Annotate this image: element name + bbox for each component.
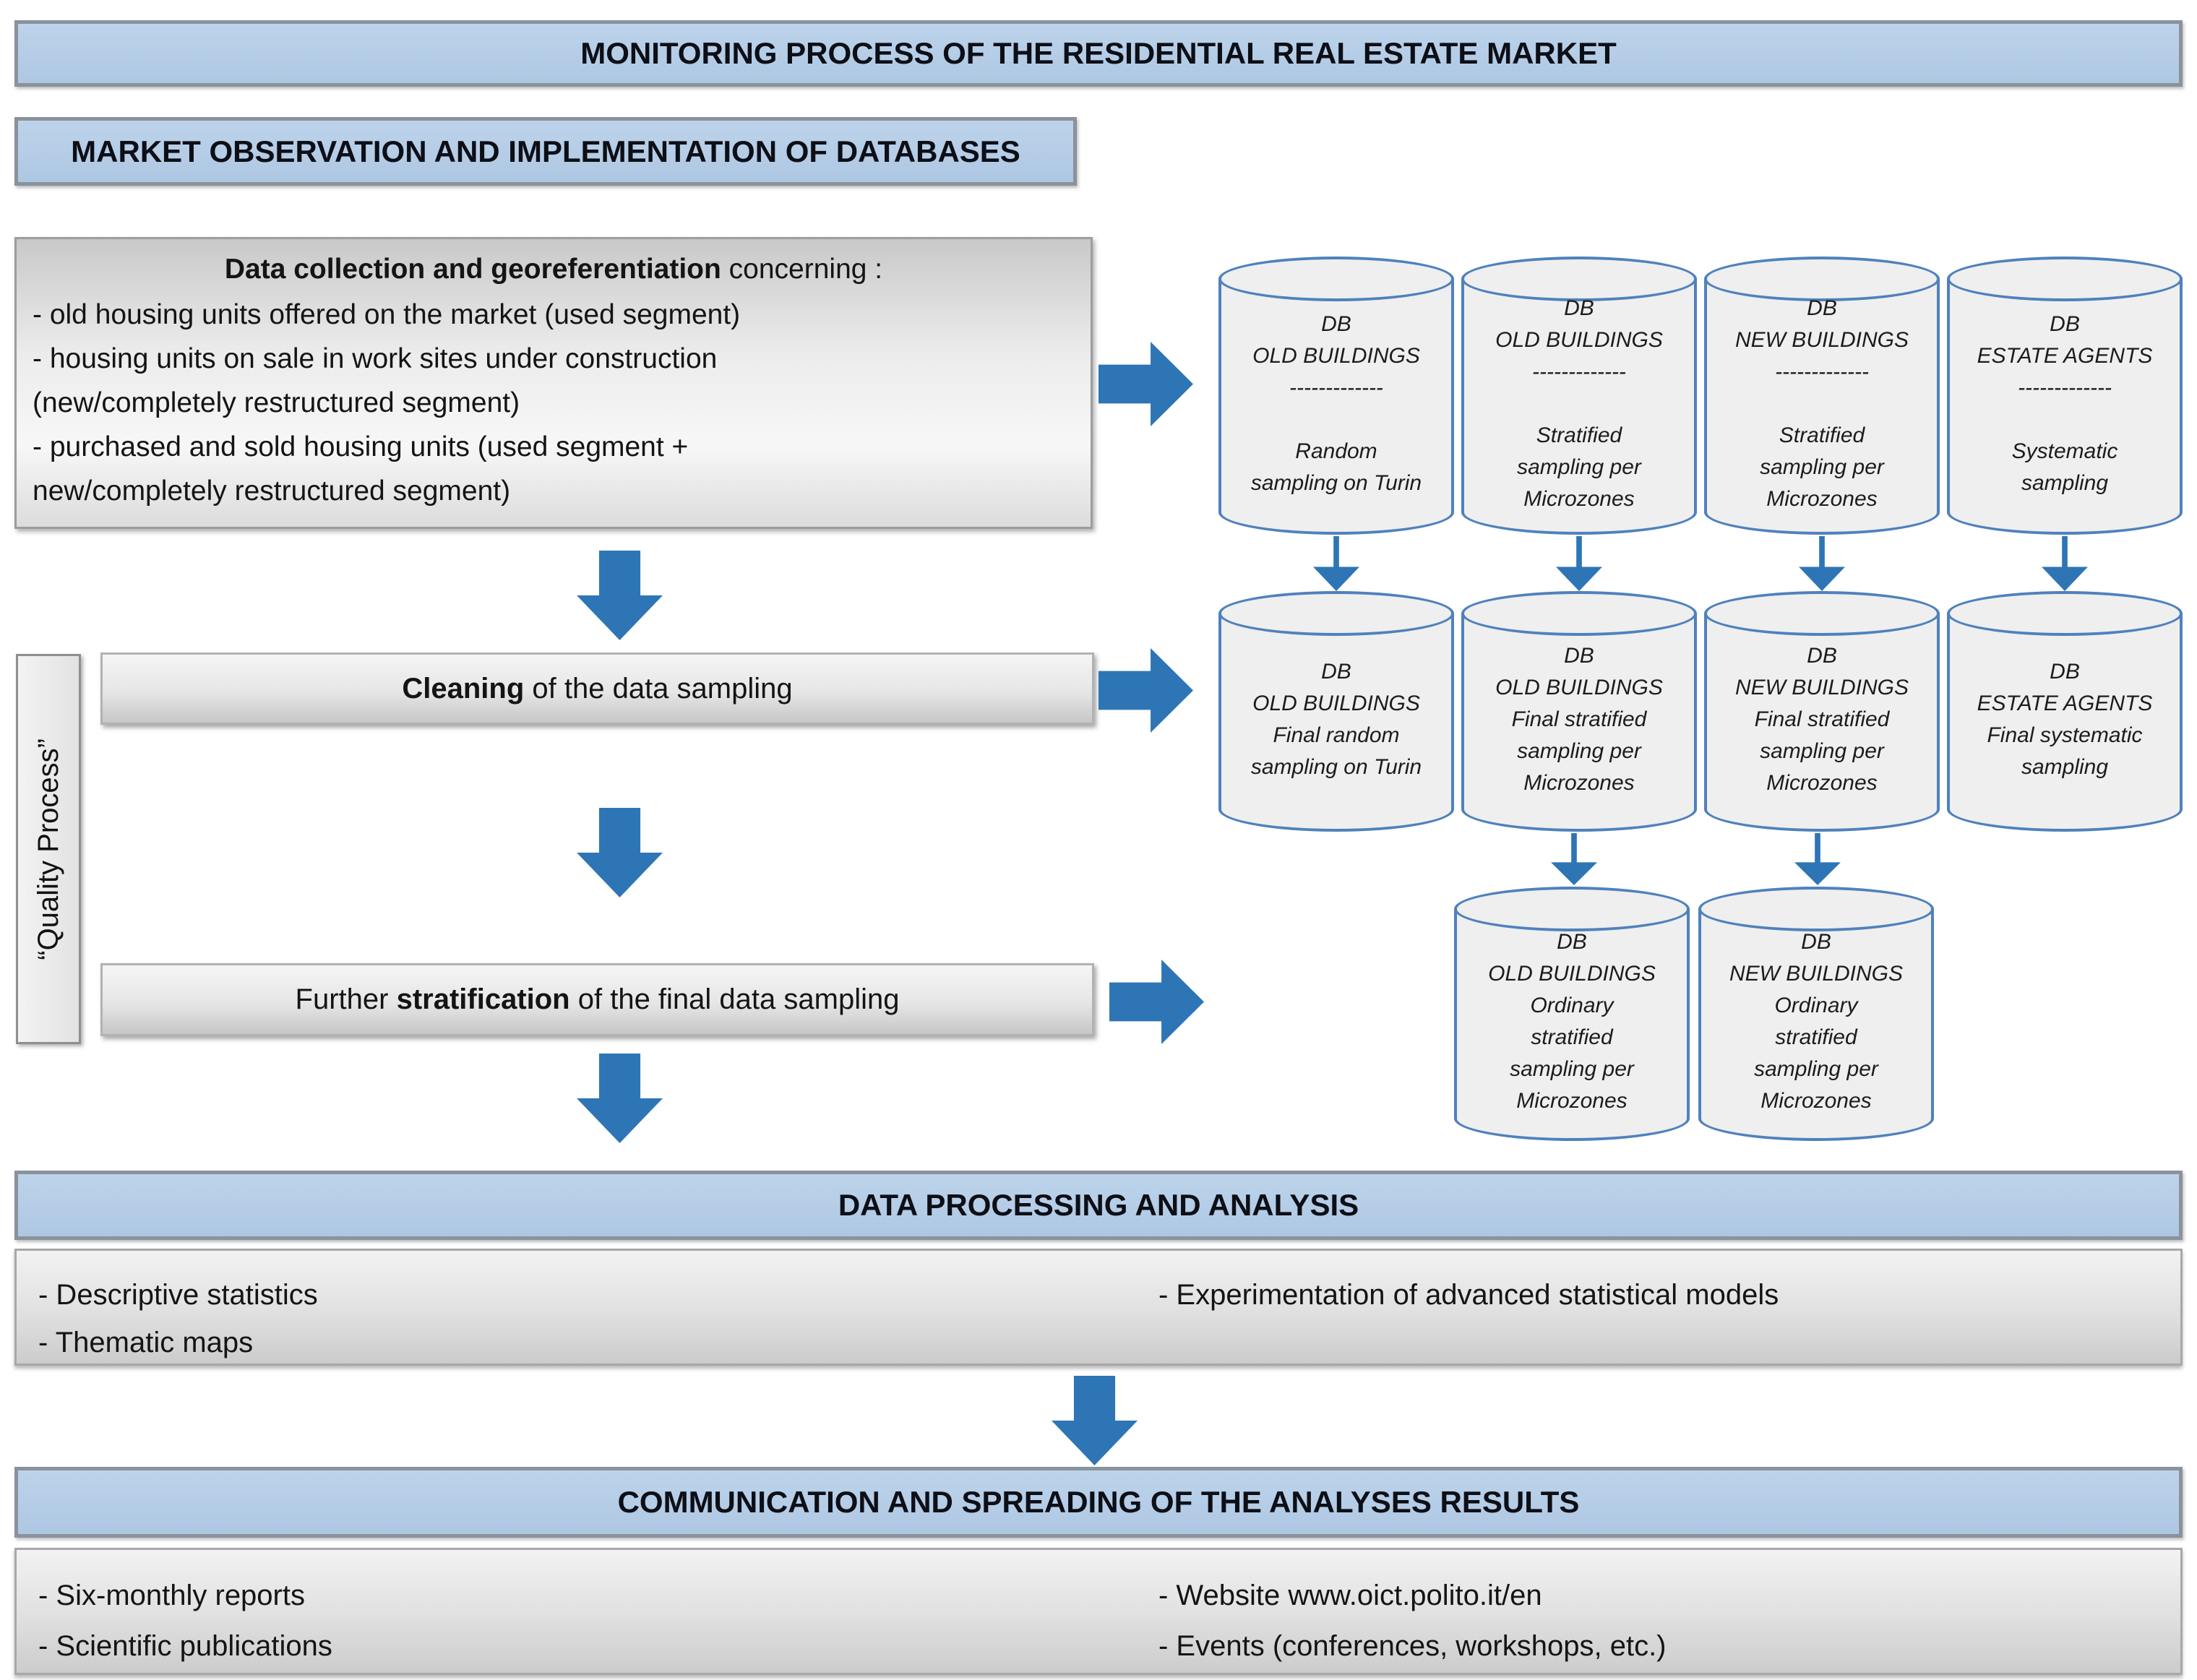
arrow-down-to-processing-icon <box>577 1054 663 1143</box>
communication-box: - Six-monthly reports- Scientific public… <box>14 1548 2183 1675</box>
stratification-box: Further stratification of the final data… <box>100 963 1094 1036</box>
arrow-down-to-communication-icon <box>1052 1376 1138 1465</box>
arrow-right-to-row3-icon <box>1109 960 1204 1044</box>
title-banner: MONITORING PROCESS OF THE RESIDENTIAL RE… <box>14 20 2183 87</box>
data-processing-banner: DATA PROCESSING AND ANALYSIS <box>14 1171 2183 1240</box>
quality-process-label-box: “Quality Process” <box>16 654 81 1044</box>
data-processing-label: DATA PROCESSING AND ANALYSIS <box>838 1188 1359 1222</box>
cylinder-top <box>1461 257 1697 301</box>
cylinder-top <box>1218 591 1454 636</box>
communication-label: COMMUNICATION AND SPREADING OF THE ANALY… <box>617 1485 1580 1519</box>
data-collection-box: Data collection and georeferentiation co… <box>14 237 1093 529</box>
processing-right-items: - Experimentation of advanced statistica… <box>1158 1279 1779 1311</box>
cylinder-body <box>1947 279 2183 512</box>
data-processing-box: - Descriptive statistics- Thematic maps … <box>14 1249 2183 1366</box>
data-collection-list: - old housing units offered on the marke… <box>33 299 741 507</box>
cylinder-body <box>1454 909 1690 1119</box>
stratification-label-bold: stratification <box>396 983 570 1015</box>
communication-banner: COMMUNICATION AND SPREADING OF THE ANALY… <box>14 1467 2183 1538</box>
arrow-down-to-cleaning-icon <box>577 551 663 640</box>
processing-left-items: - Descriptive statistics- Thematic maps <box>38 1279 318 1358</box>
communication-right-items: - Website www.oict.polito.it/en- Events … <box>1158 1580 1667 1662</box>
cleaning-label: Cleaning of the data sampling <box>402 673 792 705</box>
market-observation-banner: MARKET OBSERVATION AND IMPLEMENTATION OF… <box>14 117 1077 186</box>
stratification-label: Further stratification of the final data… <box>296 983 900 1016</box>
cleaning-label-rest: of the data sampling <box>524 672 793 705</box>
cylinder-top <box>1947 257 2183 301</box>
cylinder-body <box>1218 279 1454 512</box>
cylinder-body <box>1704 613 1940 809</box>
arrow-right-to-row1-icon <box>1098 342 1193 426</box>
data-collection-heading: Data collection and georeferentiation co… <box>17 254 1091 285</box>
cleaning-label-bold: Cleaning <box>402 672 525 705</box>
cylinder-body <box>1461 279 1697 512</box>
communication-left-items: - Six-monthly reports- Scientific public… <box>38 1580 332 1662</box>
arrow-down-to-stratification-icon <box>577 808 663 897</box>
connector-arrow-icon <box>1794 833 1841 885</box>
connector-arrow-icon <box>1799 536 1845 591</box>
cylinder-body <box>1698 909 1934 1119</box>
connector-arrow-icon <box>1551 833 1597 885</box>
cylinder-top <box>1947 591 2183 636</box>
arrow-right-to-row2-icon <box>1098 648 1193 733</box>
cylinder-top <box>1698 887 1934 931</box>
cylinder-top <box>1454 887 1690 931</box>
cleaning-box: Cleaning of the data sampling <box>100 652 1094 725</box>
cylinder-top <box>1704 591 1940 636</box>
data-collection-heading-bold: Data collection and georeferentiation <box>224 254 721 285</box>
cylinder-body <box>1947 613 2183 809</box>
cylinder-body <box>1704 279 1940 512</box>
cylinder-body <box>1218 613 1454 809</box>
stratification-label-pre: Further <box>295 983 397 1015</box>
cylinder-top <box>1461 591 1697 636</box>
market-observation-label: MARKET OBSERVATION AND IMPLEMENTATION OF… <box>71 134 1020 168</box>
title-banner-label: MONITORING PROCESS OF THE RESIDENTIAL RE… <box>580 36 1617 70</box>
cylinder-top <box>1218 257 1454 301</box>
connector-arrow-icon <box>2042 536 2088 591</box>
cylinder-body <box>1461 613 1697 809</box>
connector-arrow-icon <box>1556 536 1602 591</box>
connector-arrow-icon <box>1313 536 1359 591</box>
data-collection-heading-rest: concerning : <box>721 254 883 285</box>
quality-process-label: “Quality Process” <box>32 738 64 960</box>
cylinder-top <box>1704 257 1940 301</box>
stratification-label-rest: of the final data sampling <box>569 983 900 1015</box>
